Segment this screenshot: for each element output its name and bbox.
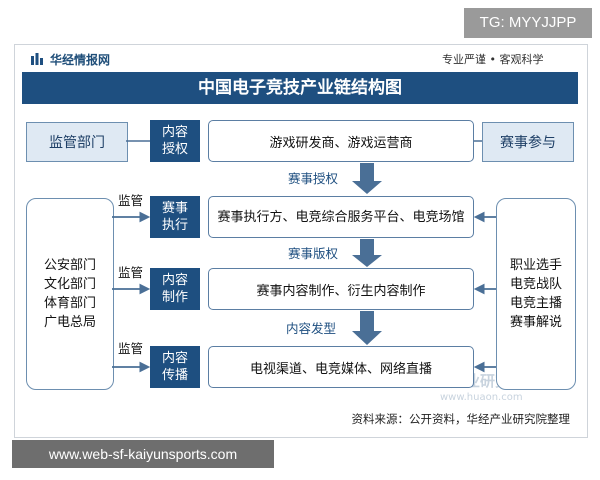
flow-label: 内容发型 (286, 321, 337, 336)
regulator-item: 文化部门 (43, 277, 96, 292)
stage-label-event-execution: 赛事执行 (150, 196, 200, 238)
watermark-url: www.huaon.com (440, 392, 523, 403)
regulator-box: 公安部门 文化部门 体育部门 广电总局 (26, 198, 114, 390)
stage-content-box: 电视渠道、电竞媒体、网络直播 (208, 346, 474, 388)
regulator-header: 监管部门 (26, 122, 128, 162)
footer-url: www.web-sf-kaiyunsports.com (12, 440, 274, 468)
regulator-item: 体育部门 (43, 296, 96, 311)
stage-content-box: 赛事内容制作、衍生内容制作 (208, 268, 474, 310)
down-arrow-icon (352, 163, 382, 194)
diagram-title: 中国电子竞技产业链结构图 (22, 72, 578, 104)
regulate-label: 监管 (118, 193, 144, 208)
regulator-item: 公安部门 (43, 258, 96, 273)
stage-label-content-production: 内容制作 (150, 268, 200, 310)
stage-content-box: 赛事执行方、电竞综合服务平台、电竞场馆 (208, 196, 474, 238)
participant-item: 电竞战队 (509, 277, 562, 292)
stage-label-content-licensing: 内容授权 (150, 120, 200, 162)
stage-label-content-distribution: 内容传播 (150, 346, 200, 388)
brand-icon (31, 53, 43, 65)
flow-label: 赛事版权 (288, 246, 339, 261)
stage-content-box: 游戏研发商、游戏运营商 (208, 120, 474, 162)
down-arrow-icon (352, 239, 382, 267)
flow-label: 赛事授权 (288, 171, 339, 186)
corner-tag: TG: MYYJJPP (464, 8, 592, 38)
regulate-label: 监管 (118, 341, 144, 356)
brand-name: 华经情报网 (50, 52, 111, 67)
source-note: 资料来源：公开资料，华经产业研究院整理 (351, 412, 571, 426)
down-arrow-icon (352, 311, 382, 345)
slogan: 专业严谨 • 客观科学 (442, 53, 544, 66)
participant-header: 赛事参与 (482, 122, 574, 162)
participant-box: 职业选手 电竞战队 电竞主播 赛事解说 (496, 198, 576, 390)
participant-item: 赛事解说 (509, 315, 562, 330)
participant-item: 职业选手 (509, 258, 562, 273)
brand-logo: 华经情报网 (30, 50, 110, 68)
participant-item: 电竞主播 (509, 296, 562, 311)
regulate-label: 监管 (118, 265, 144, 280)
regulator-item: 广电总局 (43, 315, 96, 330)
